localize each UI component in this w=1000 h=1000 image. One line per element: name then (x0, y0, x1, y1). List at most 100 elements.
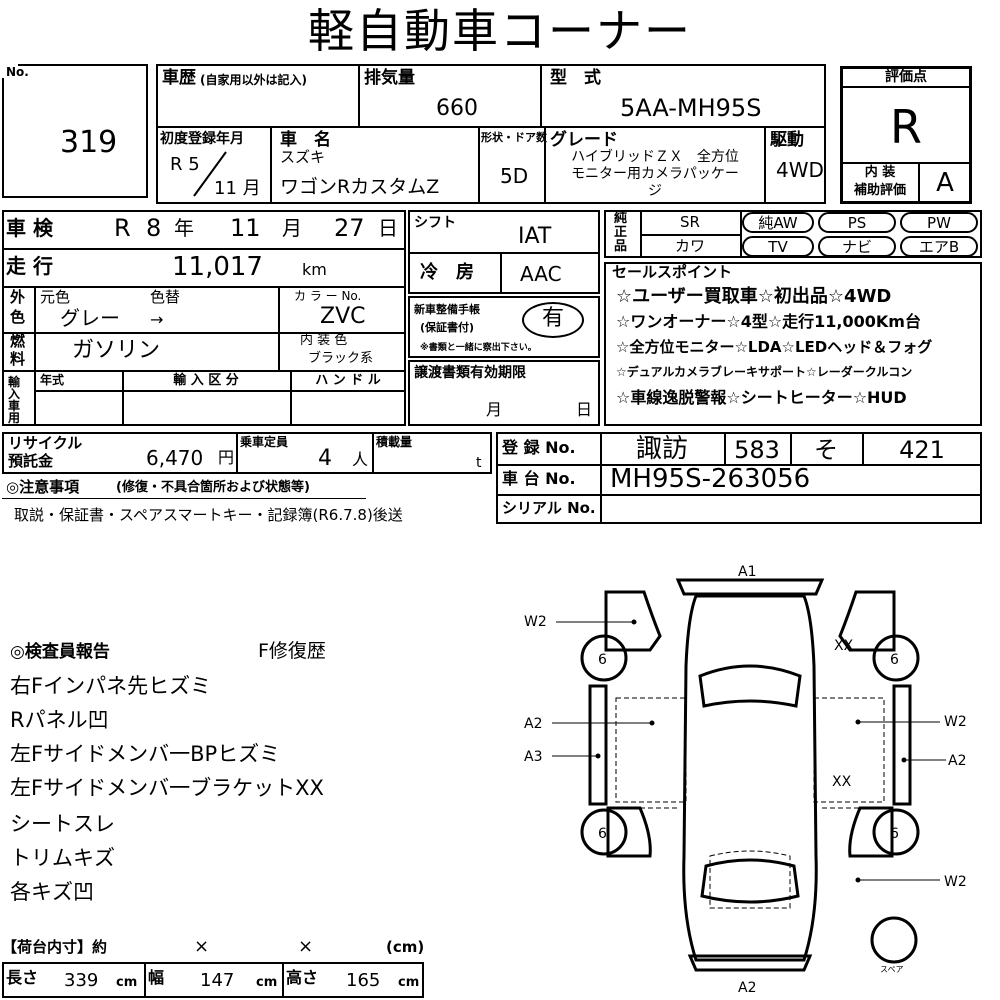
shift-label: シフト (414, 215, 456, 231)
shift-value: IAT (518, 224, 552, 249)
color-change-value: → (150, 310, 164, 329)
sales-points-box (604, 262, 982, 426)
car-maker: スズキ (280, 148, 326, 166)
equipment-leather: カワ (674, 237, 705, 255)
cargo-unit-label: (cm) (386, 938, 425, 956)
sales-point-2: ☆ワンオーナー☆4型☆走行11,000Km台 (616, 312, 921, 331)
inspector-line-4: 左Fサイドメンバ一ブラケットXX (10, 776, 324, 800)
registration-label: 登 録 No. (502, 438, 576, 457)
grade-line-3: ジ (648, 183, 662, 199)
interior-rating-label-2: 補助評価 (853, 183, 906, 198)
serial-label: シリアル No. (502, 499, 596, 517)
fuel-side-label-2: 料 (10, 350, 26, 368)
manual-box (408, 296, 600, 358)
inspector-line-3: 左Fサイドメンバ一BPヒズミ (10, 742, 281, 766)
equipment-side-label: 純正品 (614, 211, 628, 254)
recycle-value: 6,470 (146, 446, 204, 470)
displacement-label: 排気量 (364, 68, 415, 88)
equipment-alloy-wheel: 純AW (742, 212, 814, 233)
import-category-label: 輸 入 区 分 (173, 373, 239, 388)
inspection-era: R (114, 214, 131, 242)
transfer-day: 日 (576, 400, 593, 419)
diagram-front-label: A1 (738, 564, 756, 580)
import-year-label: 年式 (40, 373, 65, 387)
equipment-sr: SR (680, 213, 700, 231)
number-box (2, 64, 148, 198)
cargo-length-label: 長さ (6, 968, 39, 987)
inspector-line-5: シートスレ (10, 812, 115, 836)
registration-box (496, 432, 982, 524)
diagram-rear-label: A2 (738, 980, 756, 996)
rating-value: R (890, 100, 922, 154)
orig-color-value: グレー (60, 306, 120, 330)
diagram-left-a2: A2 (524, 716, 542, 732)
fuel-side-label-1: 燃 (10, 332, 26, 350)
diagram-tire-fl: 6 (598, 652, 607, 668)
rating-box (840, 66, 972, 204)
aircon-value: AAC (520, 262, 562, 286)
capacity-unit: 人 (352, 450, 369, 469)
inspection-month-unit: 月 (282, 216, 302, 240)
inspector-label: ◎検査員報告 (10, 642, 110, 662)
grade-label: グレード (550, 130, 618, 150)
inspector-line-6: トリムキズ (10, 846, 115, 870)
chassis-value: MH95S-263056 (610, 464, 811, 494)
inspection-month: 11 (230, 214, 261, 242)
cargo-length: 339 (64, 970, 99, 991)
interior-rating-label-1: 内 装 (864, 165, 896, 180)
inspection-day: 27 (334, 214, 365, 242)
inspection-day-unit: 日 (378, 216, 398, 240)
load-label: 積載量 (376, 435, 413, 449)
mileage-value: 11,017 (172, 252, 263, 282)
equipment-airbag: エアB (900, 236, 978, 257)
cargo-box (2, 962, 424, 998)
diagram-right-w2-rear: W2 (944, 874, 967, 890)
mileage-label: 走 行 (6, 254, 53, 278)
cargo-x-2: × (298, 936, 314, 957)
registration-kana: そ (814, 436, 838, 464)
manual-label-2: (保証書付) (420, 321, 475, 334)
rating-label: 評価点 (885, 69, 927, 85)
drive-value: 4WD (776, 158, 824, 182)
sales-point-5: ☆車線逸脱警報☆シートヒーター☆HUD (616, 388, 907, 407)
history-sub-label: (自家用以外は記入) (200, 73, 307, 87)
color-change-label: 色替 (150, 288, 181, 306)
registration-number: 421 (899, 436, 945, 464)
equipment-navi: ナビ (818, 236, 896, 257)
inspection-year: 8 (146, 214, 162, 242)
capacity-value: 4 (318, 446, 332, 471)
recycle-box (2, 432, 492, 474)
equipment-tv: TV (742, 236, 814, 257)
diagram-tire-rr: 6 (890, 826, 899, 842)
diagram-right-w2-front: W2 (944, 714, 967, 730)
car-name-value: ワゴンRカスタムZ (280, 176, 440, 198)
model-value: 5AA-MH95S (620, 94, 762, 122)
inspector-repair: F修復歴 (258, 640, 326, 662)
grade-line-1: ハイブリッドＺＸ 全方位 (571, 149, 739, 165)
orig-color-label: 元色 (40, 288, 71, 306)
diagram-xx-fender: XX (834, 638, 854, 654)
doors-label: 形状・ドア数 (481, 131, 547, 144)
cargo-label: 【荷台内寸】約 (2, 938, 108, 956)
manual-note: ※書類と一緒に察出下さい。 (420, 343, 537, 353)
history-label: 車歴 (162, 68, 196, 88)
equipment-pw: PW (900, 212, 978, 233)
sales-point-4: ☆デュアルカメラブレーキサポート☆レーダークルコン (616, 365, 913, 379)
transfer-month: 月 (486, 400, 503, 419)
equipment-ps: PS (818, 212, 896, 233)
interior-rating-value: A (936, 168, 954, 198)
cargo-length-unit: cm (116, 975, 138, 990)
car-name-label: 車 名 (280, 130, 331, 150)
cargo-width-unit: cm (256, 975, 278, 990)
manual-value: 有 (541, 306, 564, 331)
equipment-box (604, 210, 982, 258)
aircon-label: 冷 房 (420, 262, 474, 283)
recycle-label-1: リサイクル (8, 434, 83, 452)
registration-region: 諏訪 (635, 434, 688, 464)
capacity-label: 乗車定員 (240, 435, 289, 449)
cargo-width-label: 幅 (148, 968, 165, 987)
sales-points-label: セールスポイント (612, 263, 733, 281)
notes-sub-label: (修復・不具合箇所および状態等) (116, 480, 310, 495)
interior-color-label: 内 装 色 (300, 333, 348, 348)
registration-class: 583 (734, 436, 780, 464)
